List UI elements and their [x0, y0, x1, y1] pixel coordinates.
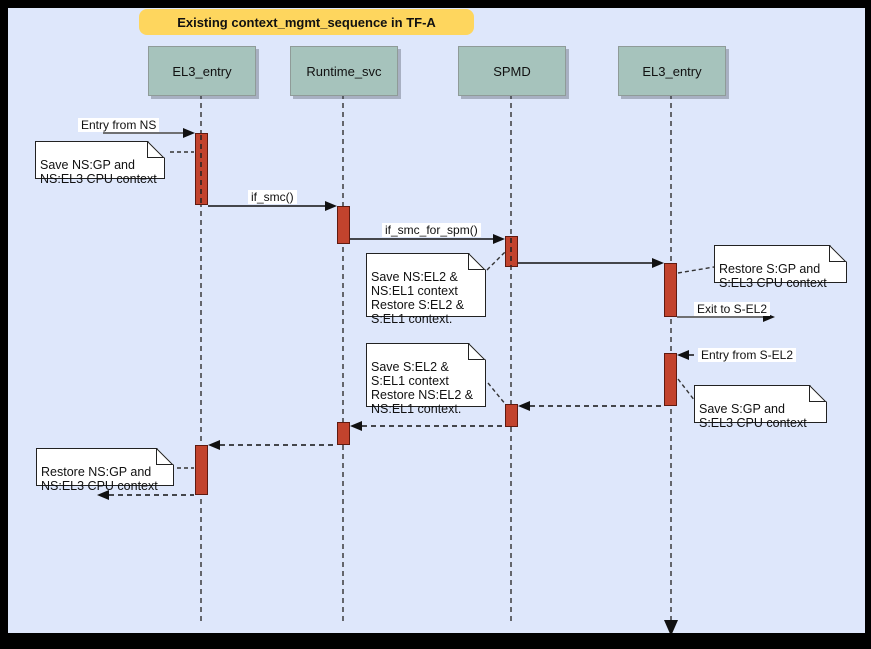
messages-layer: [97, 128, 790, 500]
note-save-ns-el2: Save NS:EL2 & NS:EL1 context Restore S:E…: [366, 253, 486, 326]
note-connectors: [170, 151, 715, 469]
note-fold-icon: [829, 245, 847, 262]
message-label-if-smc-for-spm: if_smc_for_spm(): [382, 223, 481, 237]
message-label-if-smc: if_smc(): [248, 190, 297, 204]
message-label-entry-from-ns: Entry from NS: [78, 118, 160, 132]
lifeline-header-spmd: SPMD: [458, 46, 566, 96]
note-save-s-el2: Save S:EL2 & S:EL1 context Restore NS:EL…: [366, 343, 486, 416]
activation-runtime-1: [337, 206, 350, 244]
note-text: Save NS:GP and NS:EL3 CPU context: [40, 158, 157, 186]
arrowhead-icon: [652, 258, 664, 268]
lifeline-header-el3-entry-left: EL3_entry: [148, 46, 256, 96]
note-fold-icon: [468, 253, 486, 270]
activation-el3-left-2: [195, 445, 208, 495]
note-text: Restore NS:GP and NS:EL3 CPU context: [41, 465, 158, 493]
arrowhead-icon: [493, 234, 505, 244]
lifeline-header-el3-entry-right: EL3_entry: [618, 46, 726, 96]
note-fold-icon: [156, 448, 174, 465]
note-fold-icon: [809, 385, 827, 402]
arrowhead-icon: [183, 128, 195, 138]
note-text: Save S:GP and S:EL3 CPU context: [699, 402, 807, 430]
note-save-ns-gp: Save NS:GP and NS:EL3 CPU context: [35, 141, 165, 186]
bar-dash-overlays: [200, 135, 512, 266]
activation-el3-right-2: [664, 353, 677, 406]
arrowhead-icon: [518, 401, 530, 411]
arrowhead-icon: [208, 440, 220, 450]
diagram-canvas: Existing context_mgmt_sequence in TF-A E…: [8, 8, 865, 633]
note-fold-icon: [468, 343, 486, 360]
activation-spmd-2: [505, 404, 518, 427]
note-text: Save NS:EL2 & NS:EL1 context Restore S:E…: [371, 270, 465, 326]
activation-el3-left-1: [195, 133, 208, 205]
arrowhead-icon: [97, 490, 109, 500]
note-fold-icon: [147, 141, 165, 158]
activation-el3-right-1: [664, 263, 677, 317]
note-restore-s-gp: Restore S:GP and S:EL3 CPU context: [714, 245, 847, 290]
note-save-s-gp: Save S:GP and S:EL3 CPU context: [694, 385, 827, 430]
arrowhead-icon: [350, 421, 362, 431]
note-restore-ns-gp: Restore NS:GP and NS:EL3 CPU context: [36, 448, 174, 493]
activation-runtime-2: [337, 422, 350, 445]
note-text: Save S:EL2 & S:EL1 context Restore NS:EL…: [371, 360, 474, 416]
message-label-entry-from-s-el2: Entry from S-EL2: [698, 348, 797, 362]
arrowhead-icon: [677, 350, 689, 360]
note-text: Restore S:GP and S:EL3 CPU context: [719, 262, 827, 290]
message-label-exit-to-s-el2: Exit to S-EL2: [694, 302, 771, 316]
diagram-title: Existing context_mgmt_sequence in TF-A: [139, 9, 474, 35]
lifeline-end-arrow-icon: [664, 620, 678, 633]
arrowhead-icon: [325, 201, 337, 211]
lifeline-header-runtime-svc: Runtime_svc: [290, 46, 398, 96]
